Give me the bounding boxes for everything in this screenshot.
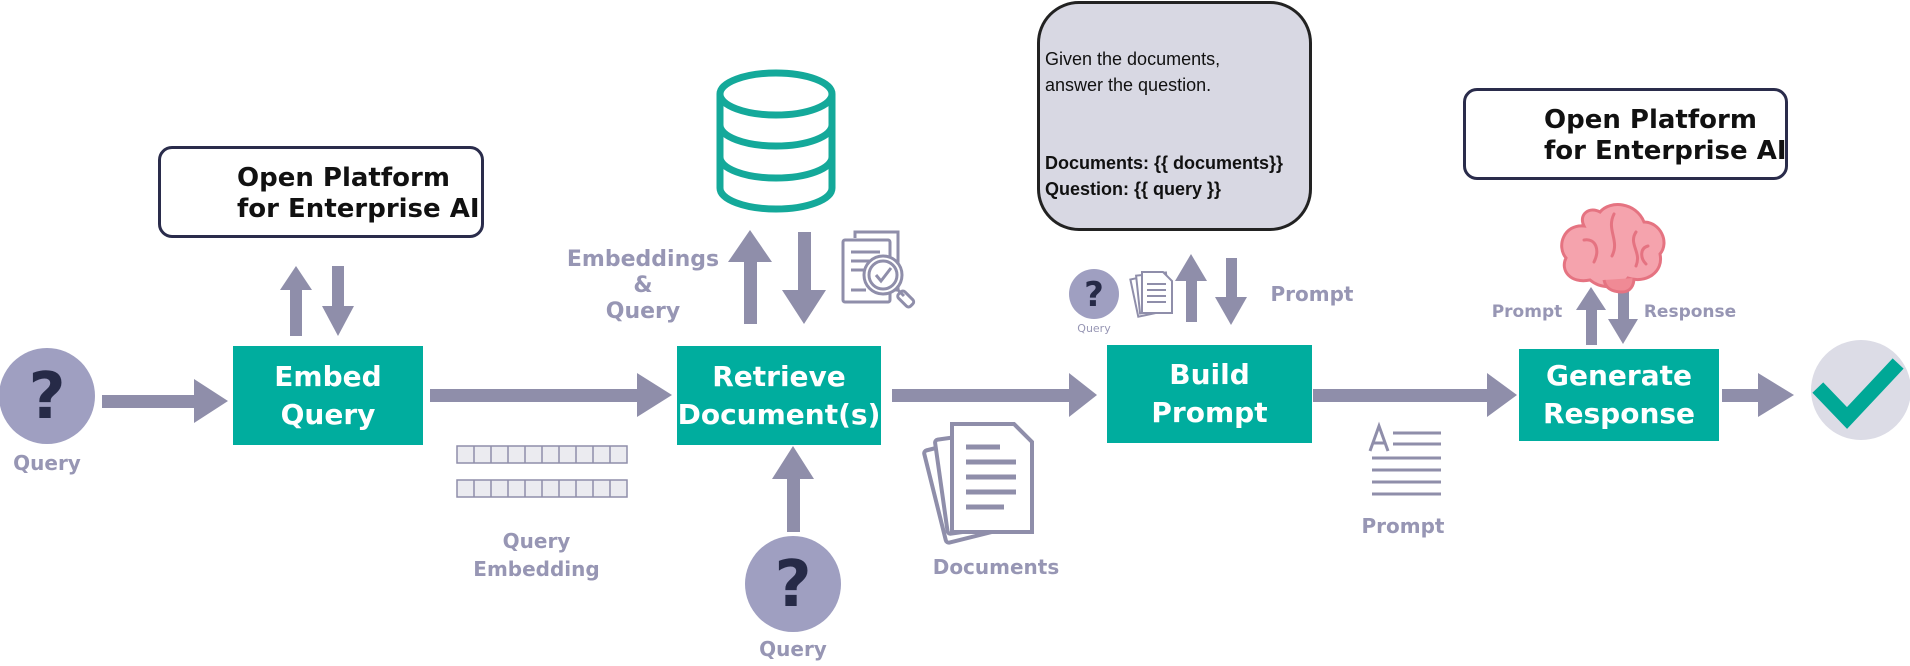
logo-line-2: for Enterprise AI [237,194,480,224]
prompt-documents-line: Documents: {{ documents}} [1045,153,1284,173]
logo-line-1: Open Platform [1544,105,1757,135]
arrow-embed-up [280,266,312,336]
prompt-template-card: Given the documents, answer the question… [1037,1,1312,231]
embed-query-label-1: Embed [274,359,382,393]
query-embedding-label: Query Embedding [455,527,618,583]
prompt-intro-line-2: answer the question. [1045,75,1212,95]
arrow-build-to-generate [1313,373,1517,417]
arrow-generate-to-done [1722,373,1794,417]
prompt-text-icon [1368,421,1441,496]
done-check-icon [1811,340,1910,440]
arrow-embed-to-retrieve [430,373,672,417]
prompt-lower-label: Prompt [1361,514,1445,538]
query-bottom-label: Query [759,637,827,661]
build-prompt-step: Build Prompt [1107,345,1312,443]
arrow-retrieve-to-build [892,373,1097,417]
opea-logo-left: Open Platform for Enterprise AI [158,146,484,238]
prompt-upper-label: Prompt [1270,282,1354,306]
arrow-query-up-to-retrieve [772,446,814,532]
small-documents-icon [1129,271,1173,318]
retrieve-label-1: Retrieve [712,359,846,393]
query-small-label: Query [1077,322,1111,335]
query-left-label: Query [13,451,81,475]
query-word: Query [605,299,681,324]
svg-text:?: ? [774,548,811,622]
query-small-question-icon: ? [1069,269,1119,319]
query-bottom-question-icon: ? [745,536,841,632]
documents-label: Documents [932,555,1060,579]
arrow-build-up [1175,254,1207,322]
prompt-question-line: Question: {{ query }} [1045,179,1222,199]
opea-logo-right: Open Platform for Enterprise AI [1463,88,1788,180]
brain-icon [1560,203,1666,294]
query-embedding-word-1: Query [502,529,571,553]
embed-query-step: Embed Query [233,346,423,445]
database-icon [716,69,836,213]
generate-response-step: Generate Response [1519,349,1719,441]
build-prompt-label: Build Prompt [1151,358,1268,429]
llm-response-label: Response [1643,302,1737,322]
ampersand: & [633,273,653,298]
documents-stack-icon [922,422,1034,545]
arrow-build-down [1215,258,1247,325]
llm-prompt-label: Prompt [1491,302,1563,322]
document-search-icon [841,230,916,309]
query-embedding-word-2: Embedding [473,557,600,581]
prompt-intro-line-1: Given the documents, [1045,49,1221,69]
arrow-retrieve-down [782,232,826,324]
logo-line-2: for Enterprise AI [1544,136,1787,166]
query-embedding-vectors [456,445,628,498]
arrow-generate-down [1608,286,1638,344]
embeddings-query-label: Embeddings & Query [562,247,724,325]
svg-text:?: ? [28,360,65,434]
arrow-generate-up [1576,287,1606,345]
logo-line-1: Open Platform [237,163,450,193]
arrow-query-to-embed [102,379,228,423]
query-left-question-icon: ? [0,348,95,444]
svg-text:?: ? [1084,275,1104,315]
retrieve-documents-step: Retrieve Document(s) [677,346,881,445]
generate-label-1: Generate [1546,359,1692,392]
arrow-embed-down [322,266,354,336]
arrow-retrieve-up [728,230,772,324]
embeddings-word: Embeddings [566,247,720,272]
generate-label-2: Response [1542,397,1696,430]
retrieve-label-2: Document(s) [677,397,881,431]
embed-query-label-2: Query [280,397,376,431]
